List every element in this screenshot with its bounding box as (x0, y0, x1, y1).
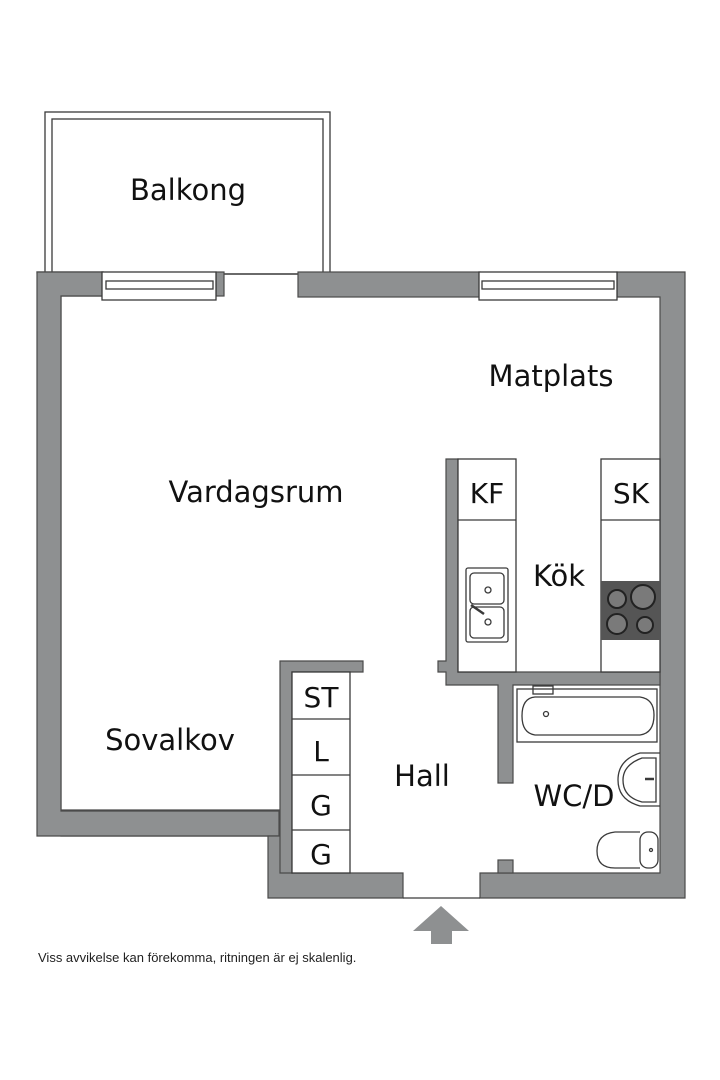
entrance-arrow-icon (413, 906, 469, 944)
stove-icon (601, 581, 660, 640)
cabinet-label-l: L (313, 735, 329, 768)
sink-icon (465, 567, 509, 643)
room-label-balkong: Balkong (130, 173, 246, 207)
walls (36, 271, 686, 899)
room-label-sovalkov: Sovalkov (105, 723, 235, 757)
cabinet-label-sk: SK (613, 477, 650, 510)
window-left (101, 271, 217, 301)
room-label-hall: Hall (394, 759, 450, 793)
room-label-wc: WC/D (533, 779, 614, 813)
kitchen-counter-left (457, 458, 517, 673)
cabinet-label-kf: KF (470, 477, 504, 510)
window-right (478, 271, 618, 301)
disclaimer-text: Viss avvikelse kan förekomma, ritningen … (38, 950, 357, 965)
cabinet-label-st: ST (304, 681, 340, 714)
bathtub-icon (516, 685, 658, 743)
cabinet-label-g1: G (310, 789, 332, 822)
room-label-kok: Kök (533, 559, 585, 593)
room-label-vardagsrum: Vardagsrum (168, 475, 343, 509)
room-label-matplats: Matplats (489, 359, 614, 393)
toilet-icon (596, 831, 659, 869)
storage-cabinets (291, 671, 351, 874)
cabinet-label-g2: G (310, 838, 332, 871)
washbasin-icon (617, 752, 660, 807)
